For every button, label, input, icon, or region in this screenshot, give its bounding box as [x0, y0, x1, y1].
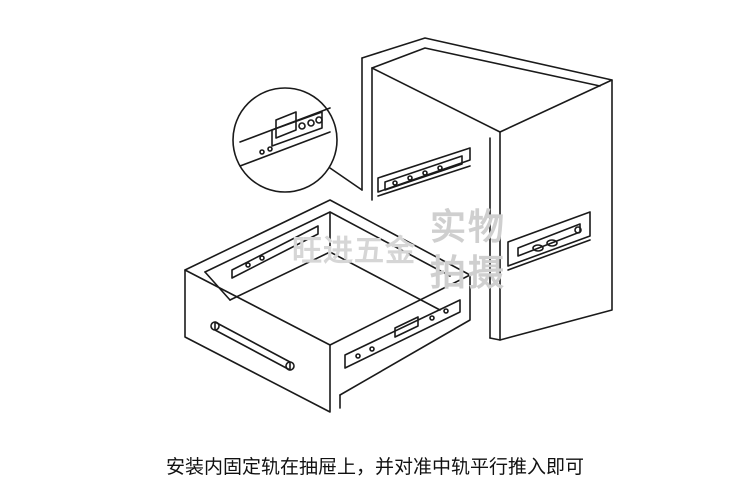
- magnified-hole: [259, 149, 265, 155]
- cabinet-inner-diagonal: [371, 67, 501, 133]
- magnified-rail-bottom: [239, 131, 331, 167]
- drawer: [184, 199, 471, 413]
- rail-hole: [437, 165, 443, 171]
- watermark-brand: 旺进五金: [292, 234, 416, 269]
- rail-hole: [532, 244, 544, 252]
- drawer-top-back: [184, 199, 471, 346]
- installation-caption: 安装内固定轨在抽屉上，并对准中轨平行推入即可: [165, 456, 584, 478]
- handle-end: [210, 321, 220, 331]
- drawer-front-panel: [184, 269, 331, 413]
- magnifier-callout: [232, 87, 363, 193]
- rail-hole: [546, 239, 558, 247]
- outer-rail-edge: [507, 239, 591, 271]
- drawer-inner-left: [204, 271, 231, 301]
- magnifier-leader: [329, 167, 363, 191]
- rail-hole: [259, 255, 265, 261]
- rail-hole: [429, 315, 435, 321]
- magnified-hole: [307, 119, 315, 127]
- cabinet-rail-lip: [377, 165, 471, 197]
- left-inner-rail: [231, 225, 319, 279]
- drawer-handle: [214, 321, 291, 371]
- cabinet-inner-top: [371, 47, 601, 87]
- rail-hole: [407, 175, 413, 181]
- rail-hole: [369, 346, 375, 352]
- magnifier-circle: [232, 87, 338, 193]
- magnified-stopper: [275, 111, 297, 139]
- cabinet-rail-body: [377, 147, 471, 193]
- cabinet: [361, 37, 613, 341]
- magnified-hole: [267, 146, 273, 152]
- rail-stopper: [394, 316, 419, 338]
- drawer-inner-floor: [229, 251, 441, 311]
- rail-hole: [574, 226, 582, 234]
- watermark-real-photo-line2: 拍摄: [430, 253, 507, 294]
- cabinet-top-edge: [361, 37, 613, 133]
- watermark-real-photo-line1: 实物: [430, 207, 507, 248]
- drawer-right-side: [339, 274, 471, 396]
- cabinet-rail: [377, 147, 471, 197]
- rail-hole: [245, 262, 251, 268]
- handle-end: [285, 361, 295, 371]
- magnified-hole: [298, 122, 306, 130]
- outer-rail-body: [507, 211, 591, 267]
- cabinet-rail-inner: [384, 155, 463, 191]
- right-inner-rail: [344, 299, 461, 369]
- rail-hole: [443, 308, 449, 314]
- rail-hole: [422, 170, 428, 176]
- rail-hole: [392, 180, 398, 186]
- drawer-rails: [231, 225, 461, 369]
- magnified-hole: [315, 116, 323, 124]
- cabinet-side-bottom: [489, 337, 501, 341]
- magnified-inner-rail: [271, 111, 323, 147]
- outer-rail-right: [507, 211, 591, 271]
- cabinet-side-front: [499, 79, 613, 341]
- rail-hole: [355, 353, 361, 359]
